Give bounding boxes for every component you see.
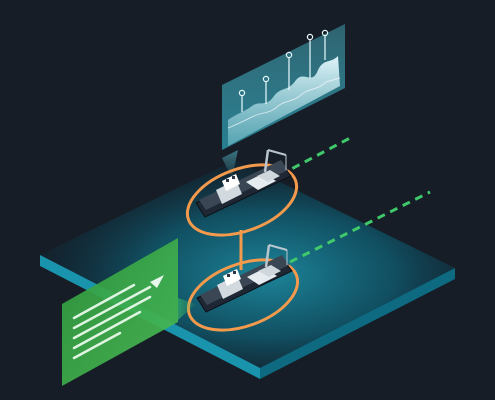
selection-ring-lower [186,258,300,332]
selection-ring-upper [185,163,299,237]
lower-vessel [186,244,300,332]
dashed-trail-lower [289,190,431,264]
chart-markers [238,29,329,112]
platform-right-edge [260,268,455,379]
chart-panel [222,24,345,178]
cargo-ship-icon [195,149,292,218]
chart-wave-line [227,77,341,129]
chevron-down-icon [150,275,164,288]
info-card-beam [178,298,196,320]
dashed-trails [279,136,431,264]
cargo-ship-icon [196,244,293,313]
platform-top [40,160,455,368]
chart-wave-area [228,56,340,146]
chart-beam [222,150,238,178]
upper-vessel [185,149,299,237]
info-card-lines [72,283,152,360]
info-card [62,238,196,386]
